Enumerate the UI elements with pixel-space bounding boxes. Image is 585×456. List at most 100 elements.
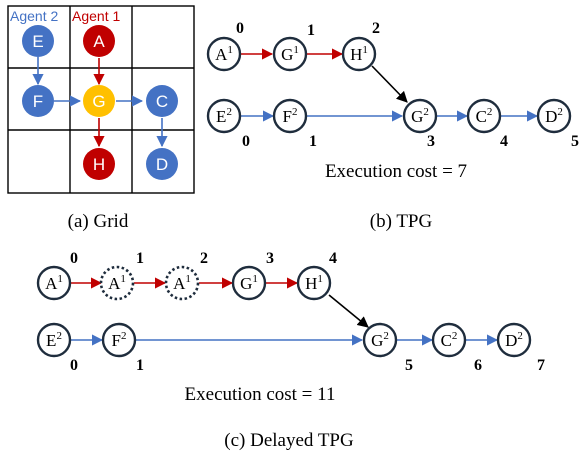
grid-cell-e: E — [22, 25, 54, 57]
tpg-cost: Execution cost = 7 — [325, 161, 467, 182]
node-label: G — [411, 107, 423, 126]
node-sup: 2 — [226, 106, 232, 118]
node-time: 0 — [70, 250, 78, 267]
delayed-node-c2: C2 6 — [431, 322, 482, 374]
svg-text:G1: G1 — [240, 273, 258, 293]
tpg-edges — [240, 48, 539, 122]
delayed-node-g1: G1 3 — [231, 250, 274, 301]
grid-cell-f: F — [22, 85, 54, 117]
node-sup: 2 — [452, 330, 458, 342]
node-label: G — [240, 274, 252, 293]
node-label: G — [281, 45, 293, 64]
svg-text:A1: A1 — [215, 44, 233, 64]
tpg-node-e2: E2 0 — [206, 98, 250, 150]
node-label: A — [215, 45, 228, 64]
node-time: 6 — [474, 357, 482, 374]
svg-text:A1: A1 — [45, 273, 63, 293]
tpg-caption: (b) TPG — [370, 211, 433, 232]
tpg-dependency-h1-g2 — [371, 65, 408, 103]
node-sup: 2 — [383, 330, 389, 342]
delayed-caption: (c) Delayed TPG — [224, 430, 354, 451]
node-sup: 1 — [227, 44, 233, 56]
agent1-legend: Agent 1 — [72, 8, 120, 24]
delayed-node-d2: D2 7 — [496, 322, 545, 374]
node-label: G — [371, 331, 383, 350]
svg-text:A1: A1 — [173, 273, 191, 293]
node-label: D — [505, 331, 517, 350]
node-time: 1 — [136, 250, 144, 267]
node-label: D — [545, 107, 557, 126]
grid-path-arrows — [32, 57, 168, 148]
agent2-legend: Agent 2 — [10, 8, 58, 24]
grid-caption: (a) Grid — [68, 211, 129, 232]
delayed-node-a1: A1 0 — [36, 250, 78, 301]
tpg-panel: A1 0 G1 1 H1 2 E2 0 F2 1 G2 3 — [206, 20, 579, 232]
node-label: F — [112, 331, 121, 350]
grid-cell-label: G — [92, 92, 105, 111]
svg-text:D2: D2 — [505, 330, 523, 350]
node-time: 2 — [372, 20, 380, 37]
node-time: 0 — [236, 20, 244, 37]
node-sup: 2 — [56, 330, 62, 342]
grid-cell-d: D — [146, 148, 178, 180]
node-label: C — [476, 107, 487, 126]
node-label: E — [46, 331, 56, 350]
grid-cell-label: D — [156, 155, 168, 174]
node-time: 7 — [537, 357, 545, 374]
svg-text:G1: G1 — [281, 44, 299, 64]
node-time: 5 — [405, 357, 413, 374]
svg-text:D2: D2 — [545, 106, 563, 126]
node-sup: 2 — [292, 106, 298, 118]
node-label: A — [173, 274, 186, 293]
delayed-node-a1-wait-1: A1 1 — [99, 250, 144, 301]
grid-cell-label: E — [32, 32, 43, 51]
grid-cell-h: H — [83, 148, 115, 180]
tpg-node-g1: G1 1 — [272, 22, 315, 72]
grid-cell-label: F — [33, 92, 43, 111]
node-sup: 1 — [120, 273, 126, 285]
grid-cell-label: H — [93, 155, 105, 174]
node-label: C — [441, 331, 452, 350]
node-time: 3 — [266, 250, 274, 267]
node-time: 0 — [70, 357, 78, 374]
svg-text:H1: H1 — [305, 273, 323, 293]
node-time: 1 — [136, 357, 144, 374]
tpg-node-d2: D2 5 — [536, 98, 579, 150]
delayed-node-e2: E2 0 — [36, 322, 78, 374]
node-sup: 2 — [517, 330, 523, 342]
grid-lines — [7, 5, 195, 194]
node-label: E — [216, 107, 226, 126]
grid-cell-g: G — [83, 85, 115, 117]
delayed-node-g2: G2 5 — [362, 322, 413, 374]
delayed-edges — [70, 277, 499, 346]
node-time: 1 — [307, 22, 315, 39]
delayed-node-a1-wait-2: A1 2 — [164, 250, 208, 301]
node-sup: 1 — [293, 44, 299, 56]
node-label: A — [108, 274, 121, 293]
tpg-node-g2: G2 3 — [402, 98, 438, 150]
delayed-node-h1: H1 4 — [296, 250, 337, 301]
grid-panel: Agent 2 Agent 1 E A F G — [7, 5, 195, 232]
grid-cell-a: A — [83, 25, 115, 57]
tpg-node-f2: F2 1 — [272, 98, 317, 150]
tpg-node-h1: H1 2 — [341, 20, 380, 72]
svg-text:C2: C2 — [476, 106, 493, 126]
svg-text:A1: A1 — [108, 273, 126, 293]
svg-text:E2: E2 — [46, 330, 62, 350]
node-time: 2 — [200, 250, 208, 267]
tpg-node-a1: A1 0 — [206, 20, 244, 72]
node-label: H — [305, 274, 317, 293]
node-sup: 1 — [57, 273, 63, 285]
node-sup: 1 — [252, 273, 258, 285]
node-sup: 2 — [121, 330, 127, 342]
grid-cell-label: C — [156, 92, 168, 111]
delayed-dependency-h1-g2 — [328, 294, 369, 328]
svg-text:C2: C2 — [441, 330, 458, 350]
node-sup: 2 — [487, 106, 493, 118]
grid-cell-c: C — [146, 85, 178, 117]
node-time: 4 — [500, 133, 508, 150]
node-sup: 1 — [362, 44, 368, 56]
grid-cell-label: A — [93, 32, 105, 51]
node-time: 5 — [571, 133, 579, 150]
